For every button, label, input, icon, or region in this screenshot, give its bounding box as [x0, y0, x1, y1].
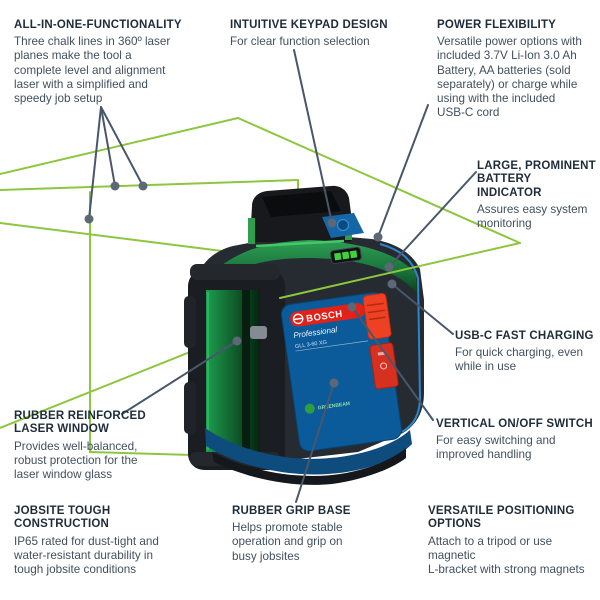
leader-line-keypad	[293, 49, 333, 224]
base-rubber-skirt	[212, 448, 406, 485]
callout-body: For easy switching and improved handling	[436, 434, 556, 462]
laser-line-horizontal	[0, 179, 299, 191]
window-divider	[242, 290, 250, 452]
callout-laser-window: RUBBER REINFORCED LASER WINDOW Provides …	[14, 410, 169, 482]
bosch-armature-bar	[293, 317, 303, 321]
battery-indicator	[330, 246, 362, 265]
callout-body: Provides well-balanced, robust protectio…	[14, 439, 138, 481]
keypad-button	[336, 218, 350, 232]
leader-line-window	[121, 340, 238, 415]
battery-led-1	[334, 252, 342, 261]
leader-line-all-in-one-a	[88, 106, 102, 220]
callout-title: RUBBER GRIP BASE	[232, 505, 351, 517]
model-underline	[295, 340, 368, 352]
glow-slit-left	[248, 218, 255, 244]
greenbeam-badge-icon	[304, 403, 315, 414]
callout-dot-all-in-one-b	[110, 181, 120, 191]
bosch-armature-icon	[292, 313, 304, 325]
leader-line-power	[377, 104, 429, 238]
callout-body: IP65 rated for dust-tight and water-resi…	[14, 534, 159, 576]
callout-title: POWER FLEXIBILITY	[437, 19, 557, 31]
callout-dot-window	[232, 336, 242, 346]
leader-line-grip	[295, 382, 335, 503]
callout-body: Versatile power options with included 3.…	[437, 35, 582, 120]
callout-dot-switch	[347, 302, 357, 312]
callout-power-flexibility: POWER FLEXIBILITY Versatile power option…	[437, 19, 597, 120]
callout-dot-usbc	[387, 279, 397, 289]
callout-dot-all-in-one-c	[138, 181, 148, 191]
callout-vertical-on-off-switch: VERTICAL ON/OFF SWITCH For easy switchin…	[436, 418, 596, 463]
front-panel: BOSCH Professional GLL 3-60 XG GREENBEAM	[280, 292, 402, 452]
callout-dot-power	[373, 232, 383, 242]
blue-accent-edge	[379, 243, 422, 433]
greenbeam-badge-label: GREENBEAM	[317, 401, 350, 411]
switch-groove-2	[367, 309, 385, 314]
callout-all-in-one-functionality: ALL-IN-ONE-FUNCTIONALITY Three chalk lin…	[14, 19, 219, 106]
laser-line-plane-top-left	[0, 117, 239, 175]
housing-bumper-side1	[184, 296, 196, 348]
callout-body: Assures easy system monitoring	[477, 202, 588, 231]
callout-dot-grip	[329, 378, 339, 388]
model-label: GLL 3-60 XG	[295, 340, 328, 350]
callout-dots	[84, 181, 397, 388]
switch-groove-1	[366, 302, 384, 307]
callout-dot-battery	[384, 262, 394, 272]
callout-rubber-grip-base: RUBBER GRIP BASE Helps promote stable op…	[232, 505, 377, 564]
laser-glow-band	[199, 240, 417, 302]
laser-window-glass	[206, 290, 260, 452]
laser-line-plane-top-right	[237, 117, 521, 244]
callout-dot-all-in-one-a	[84, 214, 94, 224]
bosch-logo-band	[290, 303, 365, 327]
callout-body: Three chalk lines in 360º laser planes m…	[14, 35, 171, 105]
callout-body: For quick charging, even while in use	[455, 346, 583, 374]
callout-title: USB-C FAST CHARGING	[455, 330, 594, 342]
callout-body: Attach to a tripod or use magnetic L-bra…	[428, 534, 585, 576]
laser-level-device: BOSCH Professional GLL 3-60 XG GREENBEAM	[184, 185, 424, 485]
leader-line-battery	[388, 171, 477, 268]
leader-line-usbc	[391, 283, 454, 335]
switch-lower-panel	[369, 342, 399, 390]
callout-title: RUBBER REINFORCED LASER WINDOW	[14, 410, 146, 436]
brand-label: BOSCH	[306, 309, 344, 325]
callout-battery-indicator: LARGE, PROMINENT BATTERY INDICATOR Assur…	[477, 160, 599, 231]
callout-title: VERSATILE POSITIONING OPTIONS	[428, 505, 575, 531]
base-blue-band	[205, 428, 412, 475]
callout-title: JOBSITE TOUGH CONSTRUCTION	[14, 505, 111, 531]
laser-line-front-left	[0, 222, 223, 252]
glow-rotor-line	[255, 239, 345, 248]
callout-jobsite-tough-construction: JOBSITE TOUGH CONSTRUCTION IP65 rated fo…	[14, 505, 189, 577]
callout-usbc-fast-charging: USB-C FAST CHARGING For quick charging, …	[455, 330, 600, 375]
leader-line-all-in-one-c	[100, 106, 144, 187]
battery-led-2	[341, 251, 350, 260]
leader-lines	[88, 49, 477, 503]
callout-versatile-positioning: VERSATILE POSITIONING OPTIONS Attach to …	[428, 505, 600, 577]
switch-groove-3	[368, 316, 386, 321]
callout-dot-keypad	[327, 218, 337, 228]
housing-bumper-side2	[184, 382, 196, 434]
callout-title: ALL-IN-ONE-FUNCTIONALITY	[14, 19, 182, 31]
callout-intuitive-keypad-design: INTUITIVE KEYPAD DESIGN For clear functi…	[230, 19, 410, 49]
housing-bumper-top	[190, 264, 280, 280]
battery-led-3	[349, 250, 358, 259]
laser-line-front-beam	[279, 242, 521, 299]
callout-body: Helps promote stable operation and grip …	[232, 521, 343, 563]
switch-marking-circle	[380, 362, 388, 370]
callout-body: For clear function selection	[230, 35, 370, 49]
leader-line-switch	[351, 306, 434, 421]
callout-title: INTUITIVE KEYPAD DESIGN	[230, 19, 388, 31]
window-clip	[250, 326, 267, 339]
callout-title: VERTICAL ON/OFF SWITCH	[436, 418, 593, 430]
leader-line-all-in-one-b	[100, 106, 116, 187]
callout-title: LARGE, PROMINENT BATTERY INDICATOR	[477, 160, 596, 199]
device-top-face	[262, 191, 341, 217]
